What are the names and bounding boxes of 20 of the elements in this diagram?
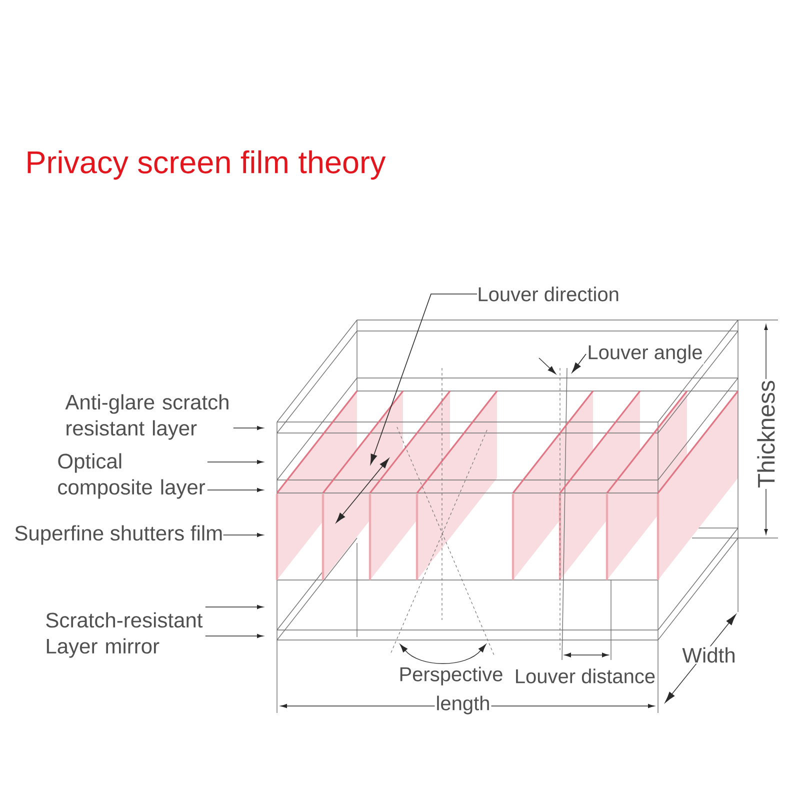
leader-arrow [572,354,586,373]
dimension-label: Thickness [756,379,776,490]
leader-arrow [233,426,264,430]
callout-label: Superfine shutters film [15,525,222,545]
dimension-label: Perspective [400,666,502,686]
dimension-label: Width [681,646,737,664]
title: Privacy screen film theory [28,150,386,180]
dimension-label: Louver distance [516,668,655,684]
leader-arrow [207,488,264,492]
leader-arrow [205,604,264,610]
leader-arrow [205,634,264,638]
leader-arrow [370,294,478,464]
leader-arrow [207,460,264,464]
callout-label: Optical composite layer [58,453,206,499]
callout-label: Louver angle [586,344,704,364]
leader-arrow [222,532,264,538]
callout-label: Anti-glare scratch resistant layer [65,394,228,440]
callout-label: Scratch-resistant Layer mirror [46,612,203,658]
callout-label: Louver direction [478,286,618,302]
dimension-label: length [434,694,492,716]
